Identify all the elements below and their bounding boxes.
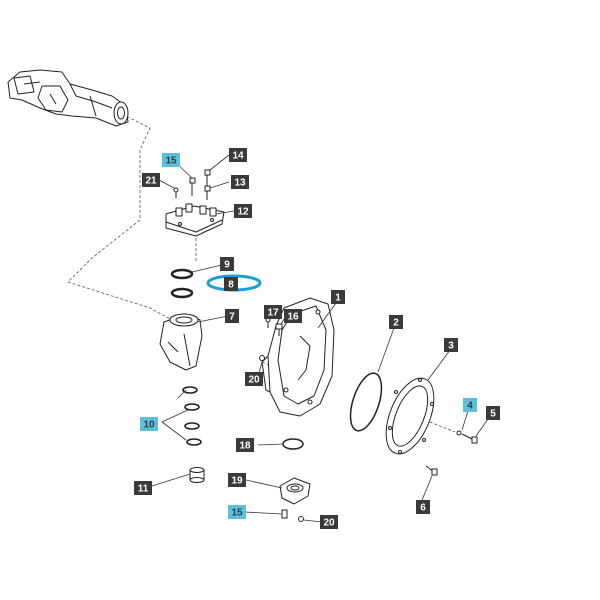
- callout-label: 11: [138, 484, 149, 495]
- callout-21[interactable]: 21: [142, 173, 160, 187]
- seal-ring-8: [170, 287, 194, 299]
- callout-label: 10: [143, 420, 155, 431]
- callout-7[interactable]: 7: [225, 309, 239, 323]
- callout-16[interactable]: 16: [284, 309, 302, 323]
- callout-label: 21: [145, 176, 157, 187]
- callout-6[interactable]: 6: [416, 500, 430, 514]
- callout-15-top[interactable]: 15: [162, 153, 180, 167]
- callout-label: 8: [228, 280, 234, 291]
- callout-label: 19: [231, 476, 243, 487]
- callout-label: 15: [165, 156, 177, 167]
- callout-label: 20: [248, 375, 260, 386]
- o-rings: [182, 386, 202, 446]
- callout-label: 12: [237, 207, 249, 218]
- callout-20-middle[interactable]: 20: [245, 372, 263, 386]
- callout-label: 16: [287, 312, 299, 323]
- cover-bolts: [425, 430, 478, 476]
- callout-label: 15: [231, 508, 243, 519]
- callout-19[interactable]: 19: [228, 473, 246, 487]
- callout-label: 4: [467, 401, 473, 412]
- top-cover-plate: [165, 203, 225, 237]
- callout-13[interactable]: 13: [231, 175, 249, 189]
- top-bolts: [173, 169, 211, 200]
- swivel-housing: [159, 313, 203, 371]
- callout-label: 1: [335, 293, 341, 304]
- bushing: [189, 467, 205, 483]
- callout-label: 17: [267, 308, 279, 319]
- callout-9[interactable]: 9: [220, 257, 234, 271]
- callout-20-bottom[interactable]: 20: [320, 515, 338, 529]
- bottom-cap: [279, 477, 311, 505]
- large-o-ring: [349, 372, 383, 432]
- callout-15-bottom[interactable]: 15: [228, 505, 246, 519]
- callout-5[interactable]: 5: [486, 406, 500, 420]
- bottom-bolts: [281, 509, 304, 522]
- callout-12[interactable]: 12: [234, 204, 252, 218]
- seal-rings: [170, 268, 194, 299]
- callout-label: 20: [323, 518, 335, 529]
- bolt-guide-line: [424, 419, 456, 433]
- callout-labels: 1 2 3 4 5 6 7 8 9 10 11 12 13 14 15 15 1…: [134, 148, 500, 529]
- callout-4[interactable]: 4: [463, 398, 477, 412]
- callout-label: 7: [229, 312, 235, 323]
- axle-guide-line: [67, 111, 173, 321]
- axle-housing: [7, 69, 129, 127]
- callout-3[interactable]: 3: [444, 338, 458, 352]
- seal-ring-9: [170, 268, 194, 280]
- callout-10[interactable]: 10: [140, 417, 158, 431]
- cover-plate: [385, 377, 435, 455]
- callout-label: 13: [234, 178, 246, 189]
- small-o-ring: [282, 438, 304, 450]
- callout-18[interactable]: 18: [236, 438, 254, 452]
- callout-label: 14: [232, 151, 244, 162]
- callout-label: 5: [490, 409, 496, 420]
- callout-label: 6: [420, 503, 426, 514]
- callout-label: 18: [239, 441, 251, 452]
- callout-14[interactable]: 14: [229, 148, 247, 162]
- callout-label: 9: [224, 260, 230, 271]
- callout-8[interactable]: 8: [224, 277, 238, 291]
- callout-label: 3: [448, 341, 454, 352]
- callout-1[interactable]: 1: [331, 290, 345, 304]
- callout-17[interactable]: 17: [264, 305, 282, 319]
- callout-2[interactable]: 2: [389, 315, 403, 329]
- callout-11[interactable]: 11: [134, 481, 152, 495]
- callout-label: 2: [393, 318, 399, 329]
